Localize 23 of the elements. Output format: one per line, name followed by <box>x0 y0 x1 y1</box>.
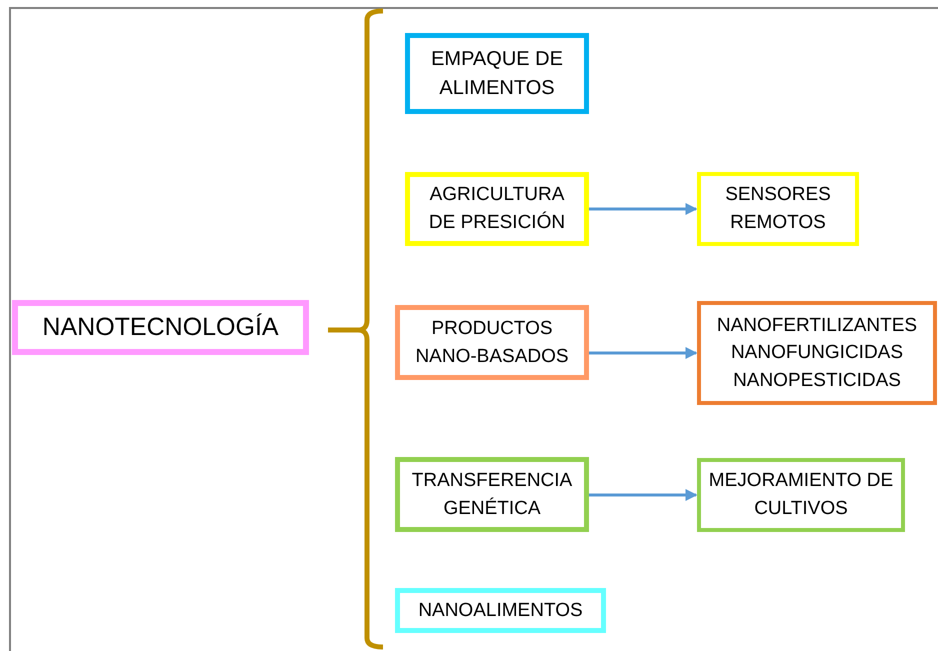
box-text: NANOFERTILIZANTES <box>716 314 918 338</box>
concept-box <box>405 33 589 114</box>
concept-box <box>395 305 589 380</box>
concept-box <box>395 457 589 532</box>
box-text: NANOTECNOLOGÍA <box>42 312 279 344</box>
concept-box <box>12 300 309 355</box>
arrow <box>589 489 698 501</box>
box-text: AGRICULTURA DE PRESICIÓN <box>428 183 566 235</box>
box-text: EMPAQUE DE ALIMENTOS <box>430 46 564 100</box>
box-text: TRANSFERENCIA GENÉTICA <box>410 468 574 520</box>
box-text: NANOFUNGICIDAS <box>730 341 904 366</box>
box-text: PRODUCTOS NANO-BASADOS <box>414 316 570 368</box>
concept-box <box>697 301 937 405</box>
concept-box <box>697 172 859 246</box>
box-text: SENSORES REMOTOS <box>724 183 832 235</box>
box-text: MEJORAMIENTO DE CULTIVOS <box>708 469 894 521</box>
arrow <box>589 347 698 359</box>
arrow <box>589 203 698 215</box>
concept-box <box>697 458 905 532</box>
box-text: NANOALIMENTOS <box>418 598 583 623</box>
concept-box <box>405 172 589 246</box>
concept-box <box>395 588 606 633</box>
box-text: NANOPESTICIDAS <box>733 368 901 393</box>
